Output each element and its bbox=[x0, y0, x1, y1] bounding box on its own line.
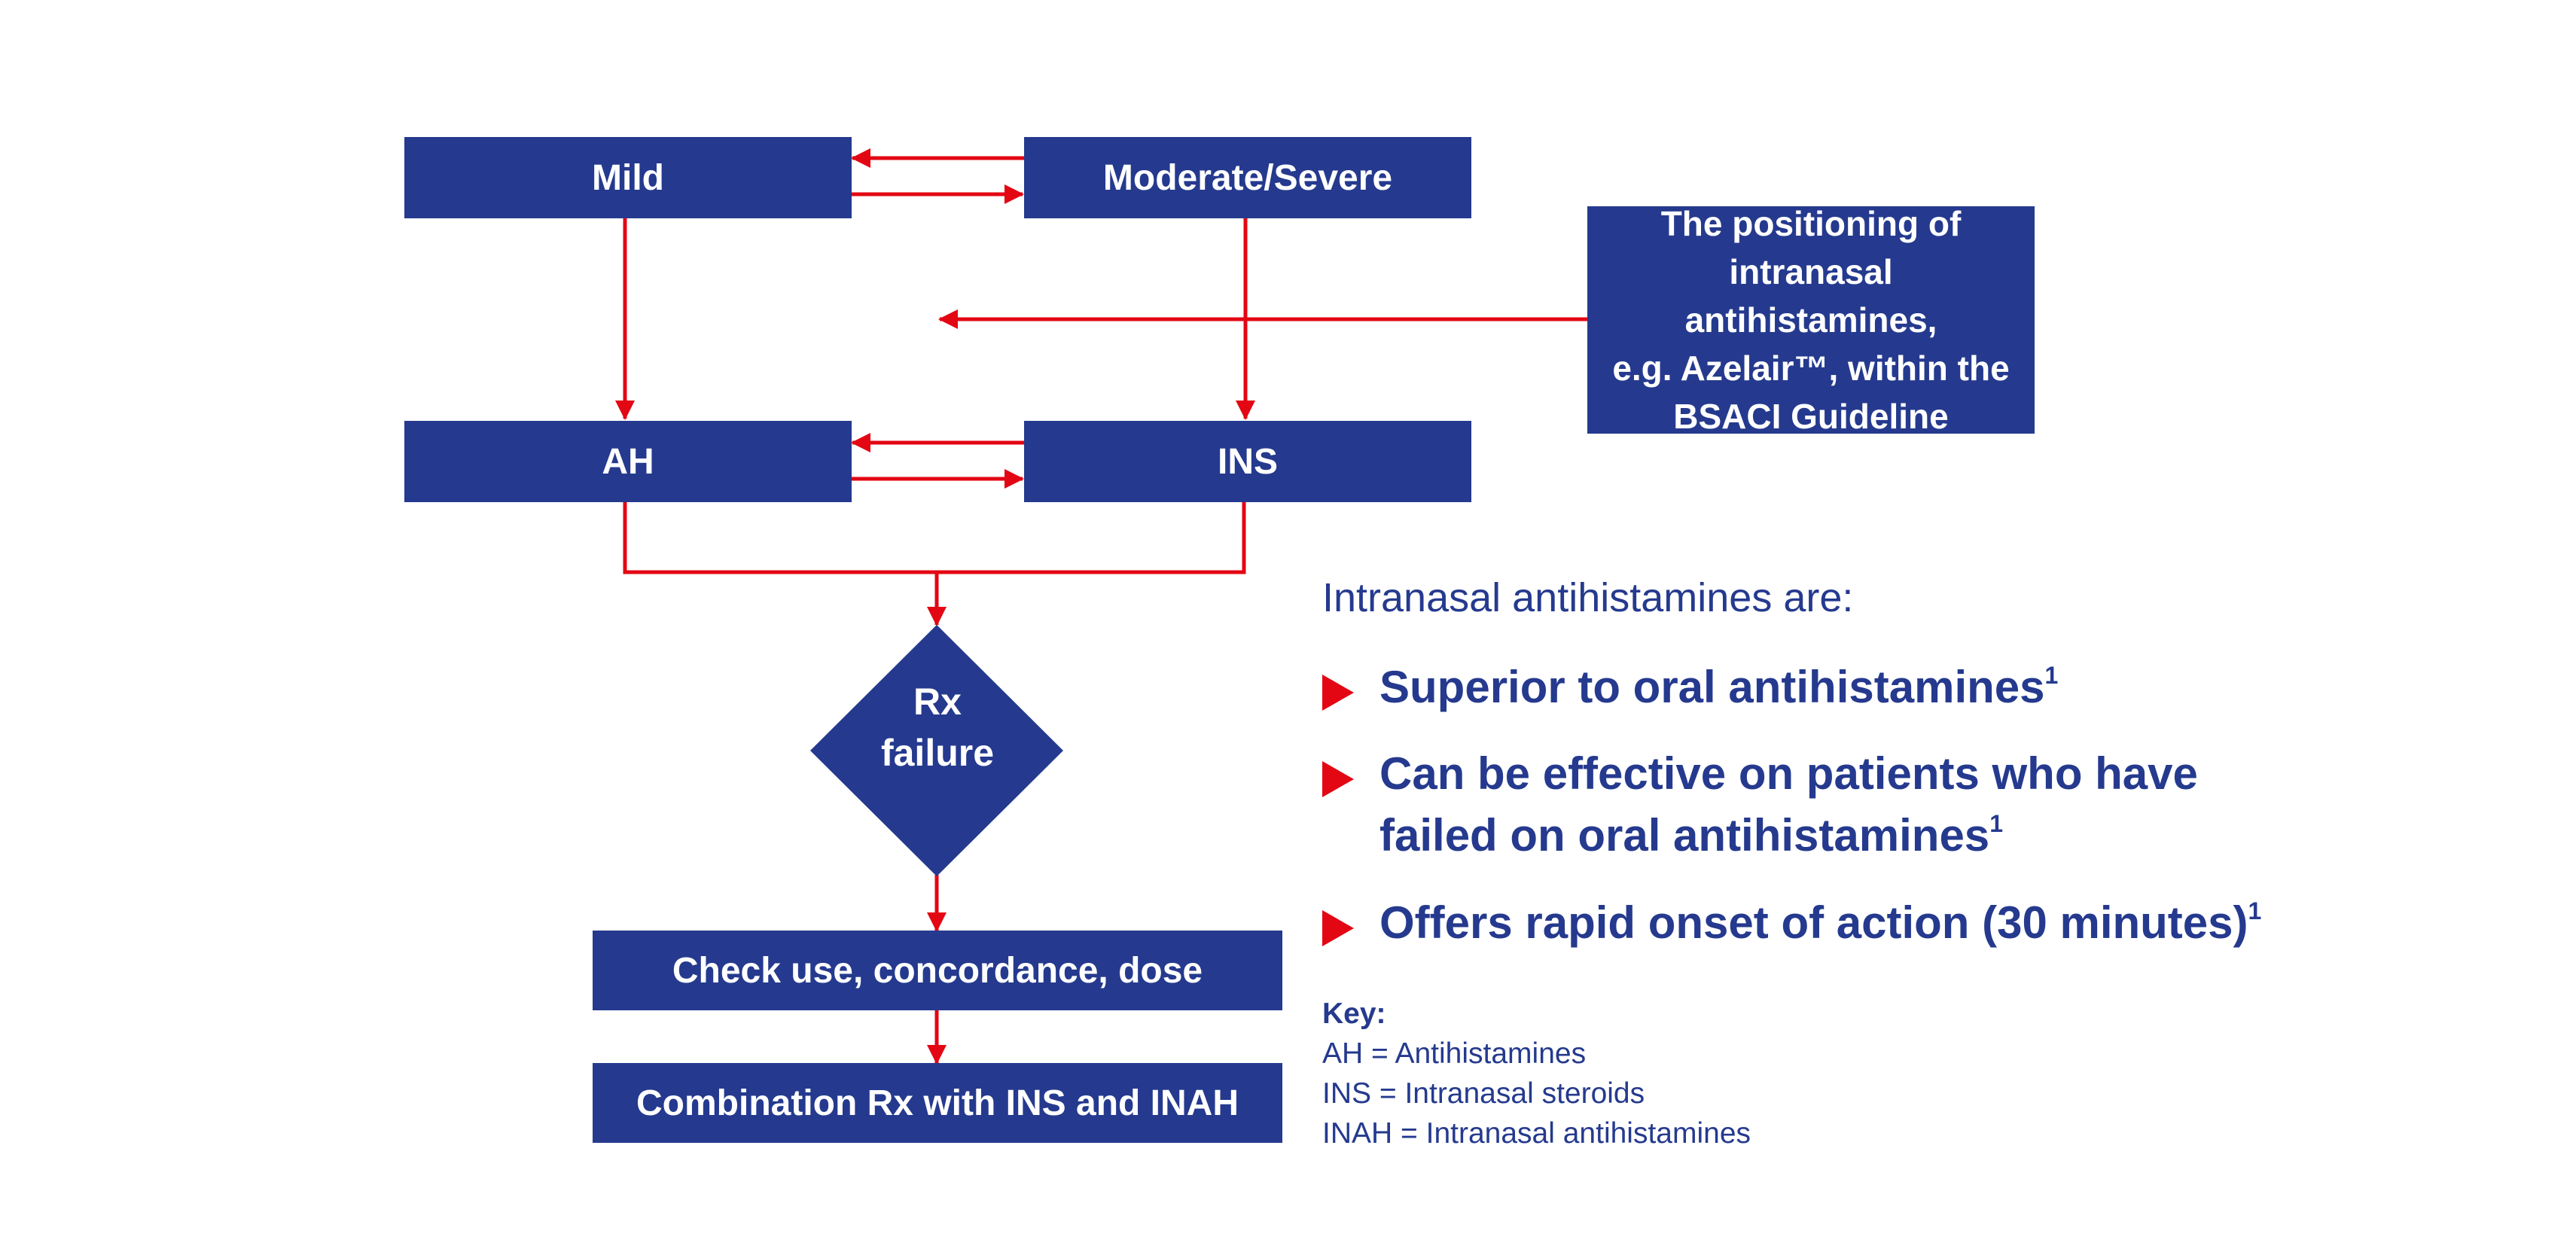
mild-label: Mild bbox=[592, 157, 664, 198]
reference-superscript: 1 bbox=[1989, 810, 2003, 837]
rx-failure-diamond bbox=[810, 625, 1063, 876]
rx-failure-label: Rx failure bbox=[809, 676, 1065, 778]
ins-label: INS bbox=[1217, 441, 1278, 482]
note-line: e.g. Azelair™, within the bbox=[1612, 349, 2010, 388]
bullet-text: Superior to oral antihistamines1 bbox=[1379, 662, 2059, 712]
check-label: Check use, concordance, dose bbox=[672, 950, 1203, 991]
bullet-text: failed on oral antihistamines1 bbox=[1379, 810, 2003, 861]
abbreviation-key: Key: AH = Antihistamines INS = Intranasa… bbox=[1322, 994, 1751, 1153]
note-line: BSACI Guideline bbox=[1673, 397, 1949, 436]
combination-box: Combination Rx with INS and INAH bbox=[593, 1063, 1282, 1143]
intro-text: Intranasal antihistamines are: bbox=[1322, 575, 1854, 620]
key-entry: INS = Intranasal steroids bbox=[1322, 1077, 1645, 1110]
note-line: The positioning of bbox=[1660, 204, 1962, 243]
bullet-triangle-icon bbox=[1322, 761, 1354, 797]
mild-box: Mild bbox=[404, 137, 852, 218]
key-entry: AH = Antihistamines bbox=[1322, 1037, 1587, 1070]
ah-box: AH bbox=[404, 421, 852, 502]
bullet-text: Can be effective on patients who have bbox=[1379, 748, 2198, 799]
guideline-note-box: The positioning of intranasal antihistam… bbox=[1587, 204, 2035, 436]
ins-box: INS bbox=[1024, 421, 1471, 502]
bullet-item: Can be effective on patients who have fa… bbox=[1322, 743, 2198, 867]
key-title: Key: bbox=[1322, 998, 1386, 1030]
guideline-note-text: The positioning of intranasal antihistam… bbox=[1602, 200, 2020, 440]
bullet-item: Superior to oral antihistamines1 bbox=[1322, 656, 2058, 718]
bullet-triangle-icon bbox=[1322, 675, 1354, 711]
bullet-text: Offers rapid onset of action (30 minutes… bbox=[1379, 897, 2262, 948]
key-entry: INAH = Intranasal antihistamines bbox=[1322, 1117, 1751, 1150]
merge-connector bbox=[623, 501, 1246, 574]
rx-failure-line2: failure bbox=[880, 732, 995, 774]
combination-label: Combination Rx with INS and INAH bbox=[636, 1083, 1239, 1123]
moderate-severe-label: Moderate/Severe bbox=[1102, 157, 1393, 198]
rx-failure-line1: Rx bbox=[913, 681, 962, 723]
reference-superscript: 1 bbox=[2044, 662, 2059, 689]
check-box: Check use, concordance, dose bbox=[593, 931, 1282, 1010]
note-line: intranasal antihistamines, bbox=[1684, 252, 1937, 340]
moderate-severe-box: Moderate/Severe bbox=[1024, 137, 1471, 218]
reference-superscript: 1 bbox=[2248, 897, 2262, 924]
ah-label: AH bbox=[602, 441, 654, 482]
bullet-triangle-icon bbox=[1322, 910, 1354, 946]
bullet-item: Offers rapid onset of action (30 minutes… bbox=[1322, 892, 2261, 954]
